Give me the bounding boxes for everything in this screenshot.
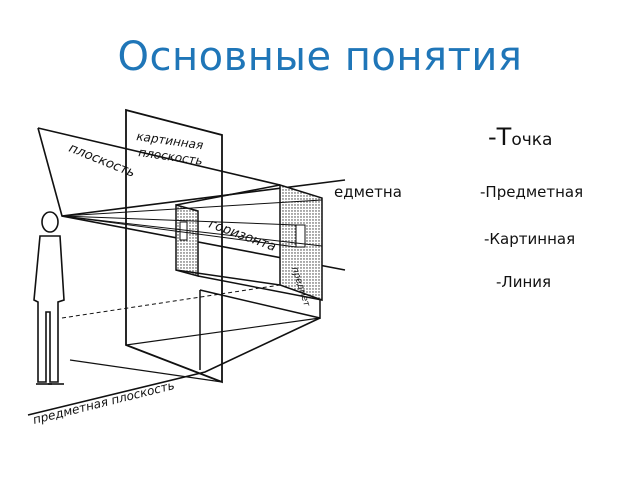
bullet-line: -Линия xyxy=(496,273,552,291)
bullet-rest: очка xyxy=(511,130,553,150)
bullet-dash: - xyxy=(488,123,497,151)
observer-figure xyxy=(33,211,65,385)
sight-rays xyxy=(61,199,323,248)
object-windows xyxy=(179,221,306,248)
label-horizon-plane-2: горизонта xyxy=(207,217,278,255)
ground-lines xyxy=(69,317,321,383)
bullet-subject-plane: -Предметная xyxy=(480,183,584,201)
slide-title: Основные понятия xyxy=(117,34,523,80)
bullet-capital: Т xyxy=(496,123,512,151)
perspective-diagram: картинная плоскость плоскость горизонта … xyxy=(27,108,346,427)
ground-plane xyxy=(27,317,321,416)
diagram-labels: картинная плоскость плоскость горизонта … xyxy=(31,129,311,427)
dashed-line xyxy=(61,284,281,319)
label-ground-plane: предметная плоскость xyxy=(31,378,176,427)
clipped-text: едметна xyxy=(334,183,402,201)
bullet-picture-plane: -Картинная xyxy=(484,230,576,248)
bullet-point: -Точка xyxy=(488,123,552,151)
